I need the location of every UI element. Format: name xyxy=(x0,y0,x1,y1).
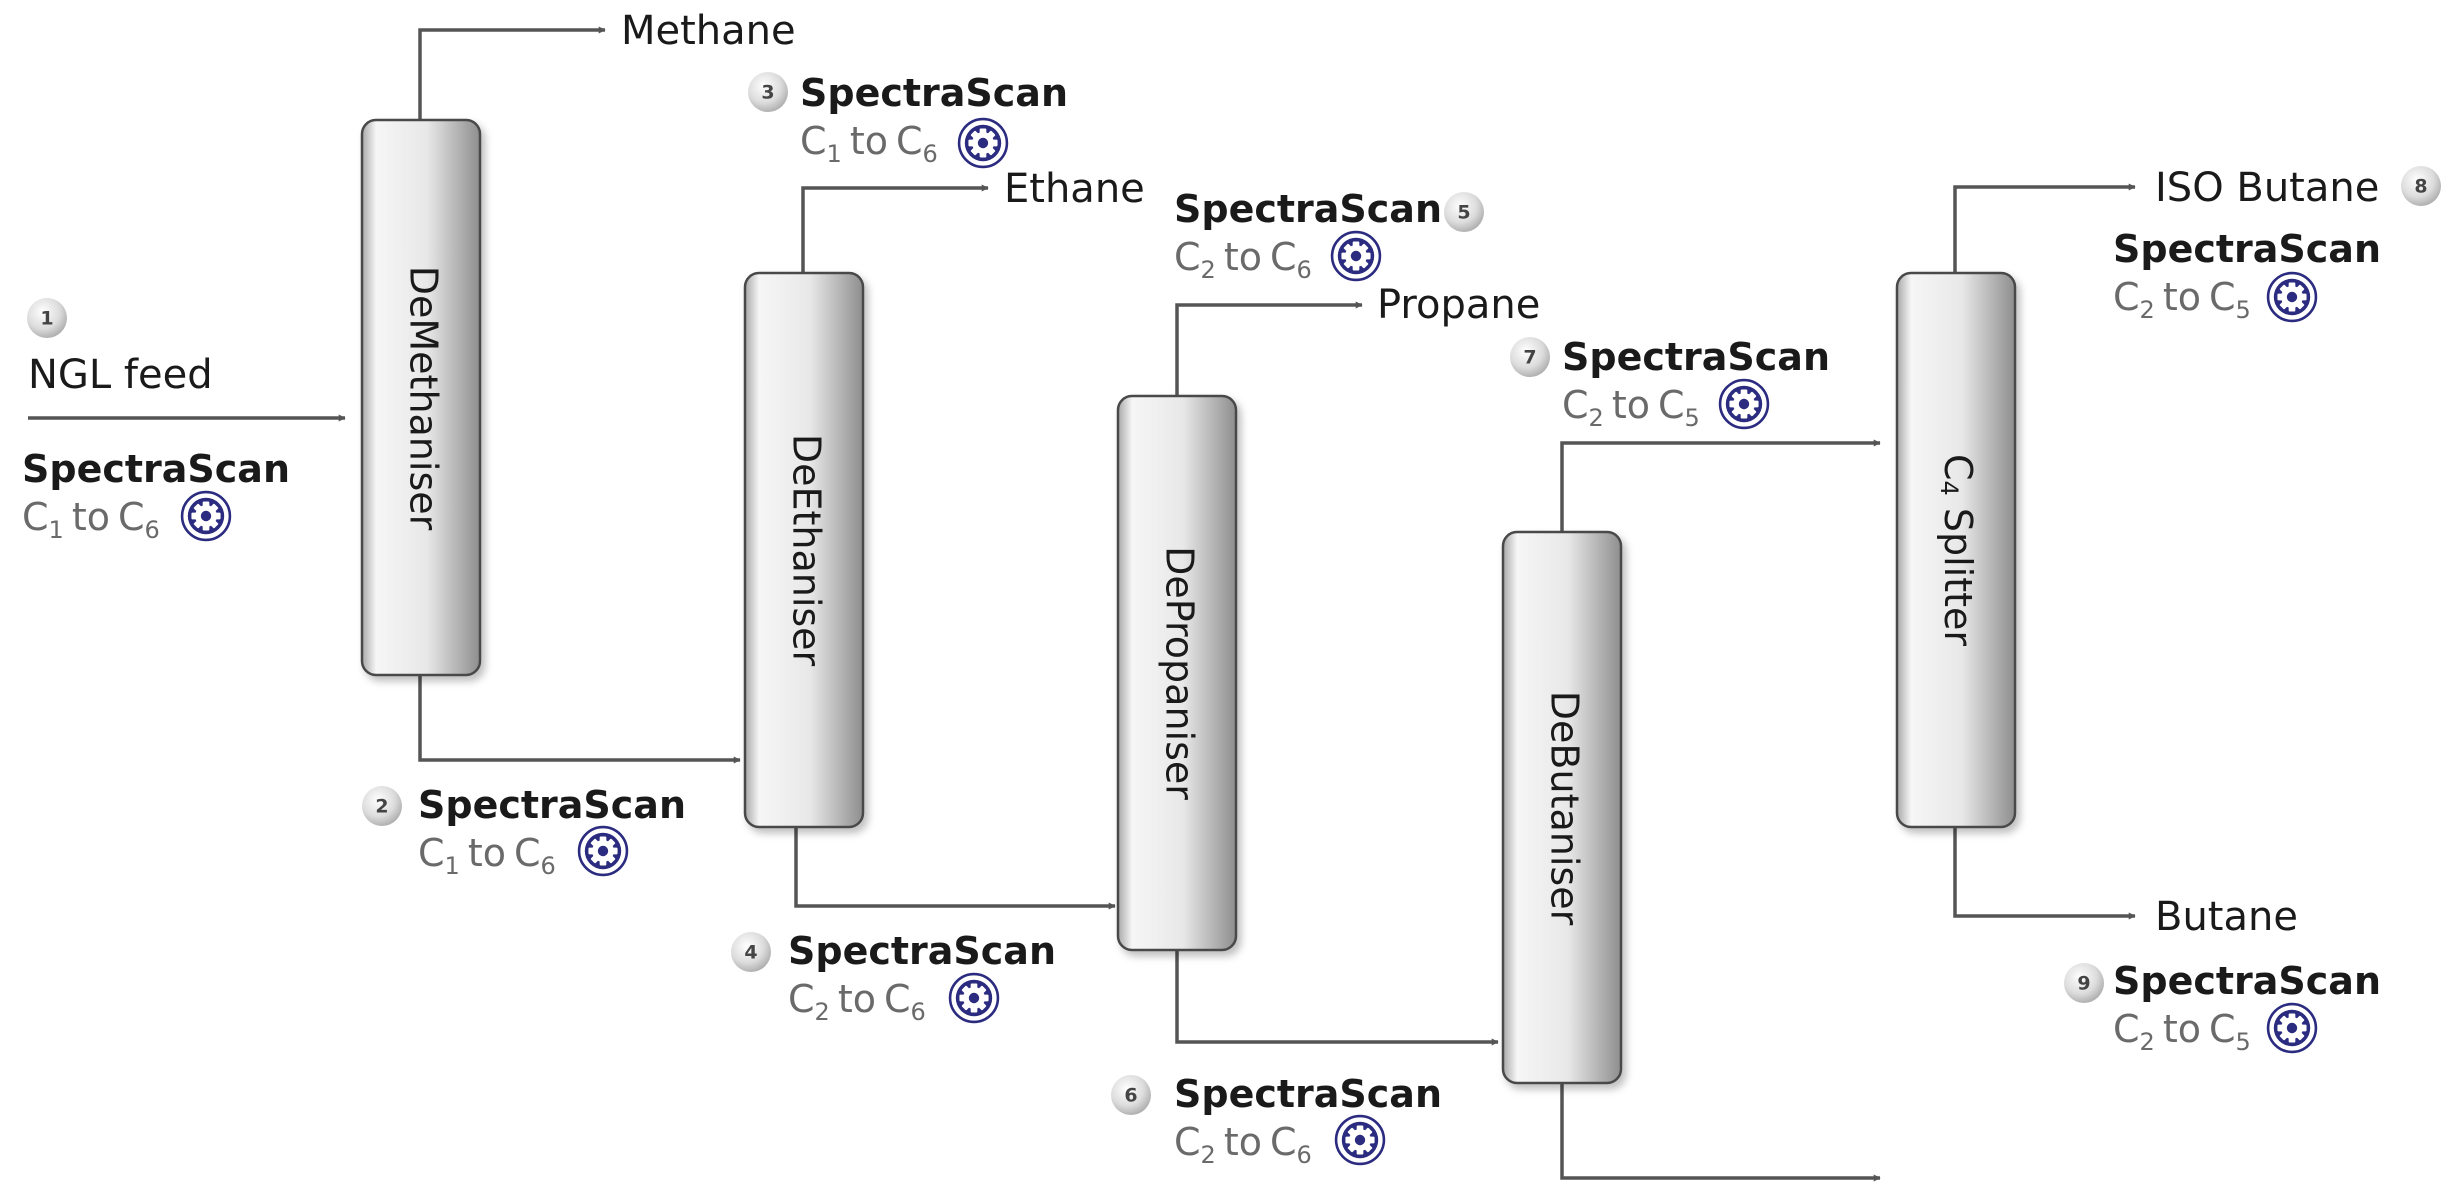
propane-pipe xyxy=(1175,301,1363,396)
analyzer-title: SpectraScan xyxy=(1562,335,1830,379)
badge-number: 3 xyxy=(761,82,774,104)
badge-number: 4 xyxy=(744,942,757,964)
analyzer-title: SpectraScan xyxy=(2113,227,2381,271)
badge xyxy=(748,72,788,112)
depropaniser-bottoms-pipe xyxy=(1175,950,1499,1046)
analyzer-title: SpectraScan xyxy=(1174,1072,1442,1116)
propane-label: Propane xyxy=(1377,282,1540,328)
butane-label: Butane xyxy=(2155,894,2298,940)
column-deethaniser: DeEthaniser xyxy=(743,271,865,829)
gear-icon[interactable] xyxy=(2266,1002,2318,1054)
badge xyxy=(731,932,771,972)
ethane-pipe xyxy=(801,184,989,273)
analyzer-title: SpectraScan xyxy=(418,783,686,827)
debutaniser-overhead-pipe xyxy=(1560,439,1881,532)
gear-icon[interactable] xyxy=(1330,230,1382,282)
ethane-label: Ethane xyxy=(1004,166,1145,212)
gear-icon[interactable] xyxy=(957,117,1009,169)
column-label: DePropaniser xyxy=(1158,546,1202,800)
column-label: DeEthaniser xyxy=(785,434,829,667)
butane-pipe xyxy=(1953,827,2136,920)
analyzer-title: SpectraScan xyxy=(2113,959,2381,1003)
iso-butane-pipe xyxy=(1953,183,2136,273)
column-label: C4 Splitter xyxy=(1935,454,1981,646)
gear-icon[interactable] xyxy=(180,490,232,542)
gear-icon[interactable] xyxy=(577,825,629,877)
column-label: DeMethaniser xyxy=(402,266,446,531)
badge-number: 6 xyxy=(1124,1085,1137,1107)
analyzer-title: SpectraScan xyxy=(1174,187,1442,231)
analyzer-title: SpectraScan xyxy=(22,447,290,491)
analyzer-title: SpectraScan xyxy=(800,71,1068,115)
column-c4-splitter: C4 Splitter xyxy=(1895,271,2017,829)
badge xyxy=(27,298,67,338)
badge xyxy=(362,786,402,826)
column-debutaniser: DeButaniser xyxy=(1501,530,1623,1085)
gear-icon[interactable] xyxy=(1334,1114,1386,1166)
badge xyxy=(1444,192,1484,232)
badge-number: 2 xyxy=(375,796,388,818)
gear-icon[interactable] xyxy=(1718,378,1770,430)
badge-number: 7 xyxy=(1523,347,1536,369)
badge xyxy=(1510,337,1550,377)
column-depropaniser: DePropaniser xyxy=(1116,394,1238,952)
debutaniser-bottoms-pipe xyxy=(1560,1083,1881,1182)
feed-label: NGL feed xyxy=(28,352,213,398)
gear-icon[interactable] xyxy=(948,972,1000,1024)
demethaniser-bottoms-pipe xyxy=(418,675,741,764)
methane-label: Methane xyxy=(621,8,796,54)
column-label: DeButaniser xyxy=(1543,691,1587,926)
deethaniser-bottoms-pipe xyxy=(794,827,1116,910)
badge xyxy=(1111,1075,1151,1115)
methane-pipe xyxy=(418,26,606,120)
column-demethaniser: DeMethaniser xyxy=(360,118,482,677)
badge xyxy=(2064,963,2104,1003)
badge-number: 1 xyxy=(40,308,53,330)
analyzer-title: SpectraScan xyxy=(788,929,1056,973)
iso-butane-label: ISO Butane xyxy=(2155,165,2379,211)
badge xyxy=(2401,166,2441,206)
badge-number: 9 xyxy=(2077,973,2090,995)
gear-icon[interactable] xyxy=(2266,271,2318,323)
badge-number: 5 xyxy=(1457,202,1470,224)
badge-number: 8 xyxy=(2414,176,2427,198)
